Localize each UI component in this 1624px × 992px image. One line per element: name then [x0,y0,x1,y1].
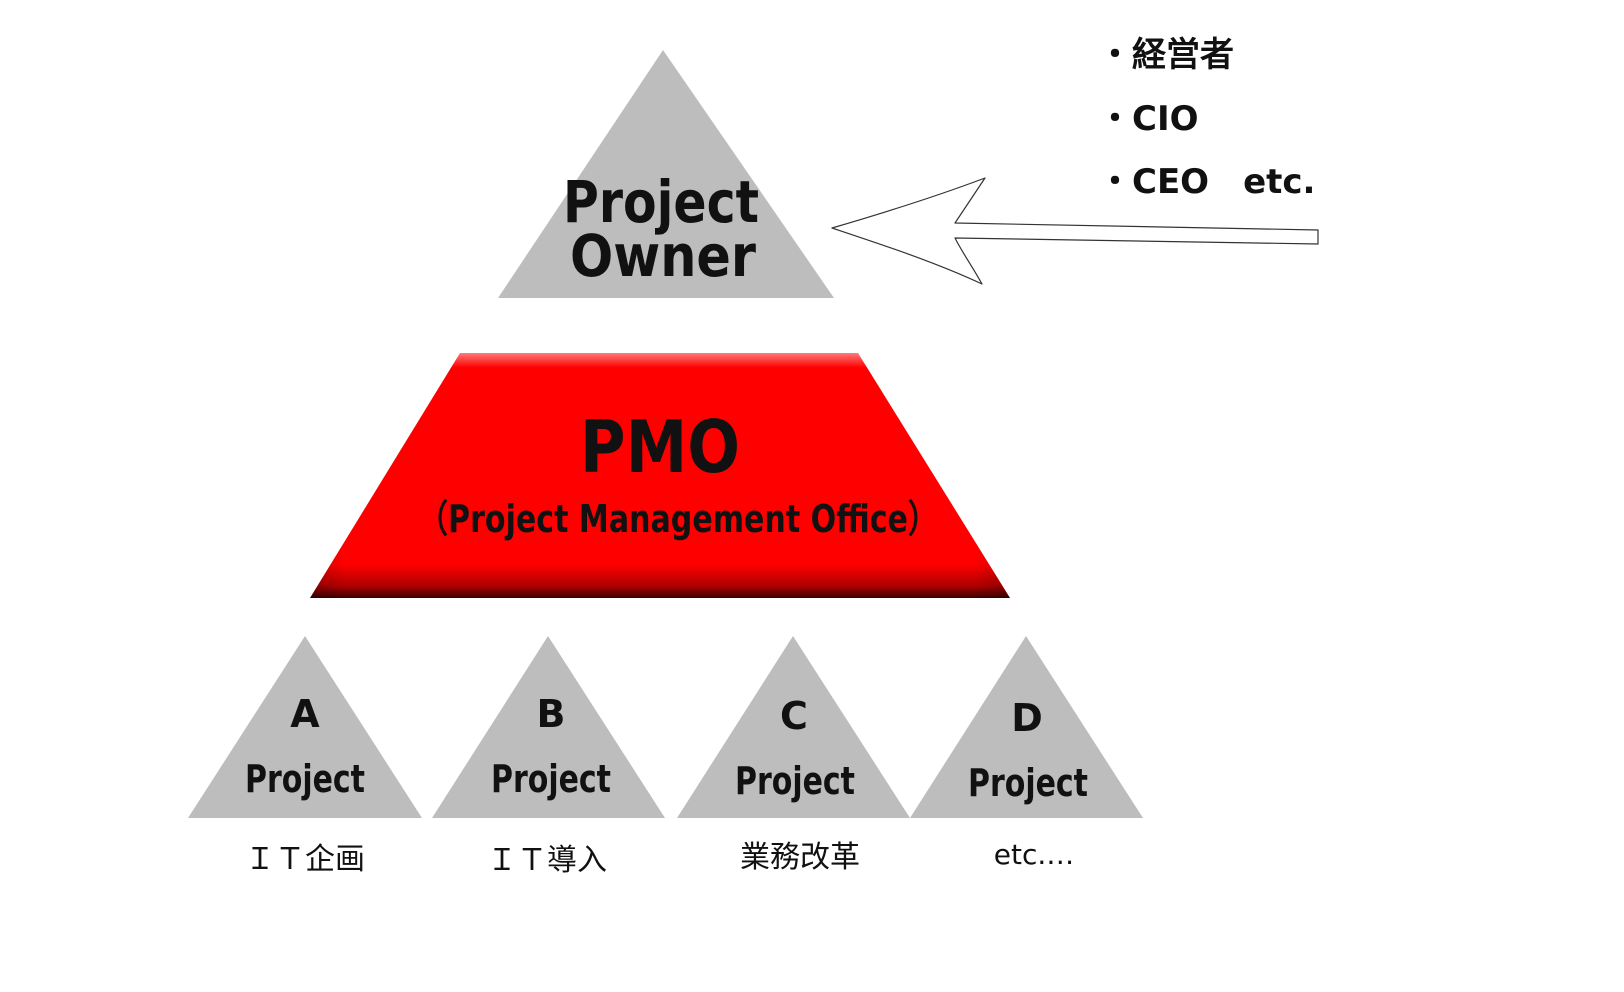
project-caption: etc.… [994,838,1075,871]
project-caption: 業務改革 [740,840,860,875]
project-triangle [432,636,665,818]
project-triangle [677,636,910,818]
project-owner-label-line1: Project [563,168,759,236]
project-label: Project [245,757,365,801]
project-letter: C [780,694,808,738]
project-owner-triangle [498,50,834,298]
project-label: Project [491,757,611,801]
pmo-subtitle: （Project Management Office） [418,497,938,541]
owner-role-item: ・CEO etc. [1098,162,1315,202]
owner-role-item: ・CIO [1098,99,1199,139]
pmo-trapezoid-shade [310,353,1010,598]
project-letter: B [537,692,566,736]
project-label: Project [968,761,1088,805]
hollow-left-arrow-icon [831,177,1319,285]
project-owner-label-line2: Owner [570,222,756,290]
pmo-node: PMO （Project Management Office） [310,353,1010,598]
project-caption: ＩＴ企画 [245,842,365,877]
project-triangle [188,636,422,818]
project-letter: D [1011,696,1043,740]
project-c-node: C Project 業務改革 [677,636,910,875]
project-label: Project [735,759,855,803]
project-letter: A [290,692,320,736]
project-a-node: A Project ＩＴ企画 [188,636,422,877]
project-triangle [910,636,1143,818]
project-owner-node: Project Owner [498,50,834,298]
project-d-node: D Project etc.… [910,636,1143,871]
owner-roles-list: ・経営者 ・CIO ・CEO etc. [1098,35,1315,202]
project-b-node: B Project ＩＴ導入 [432,636,665,878]
pmo-title: PMO [580,405,740,489]
owner-role-item: ・経営者 [1098,35,1234,75]
project-caption: ＩＴ導入 [487,843,607,878]
